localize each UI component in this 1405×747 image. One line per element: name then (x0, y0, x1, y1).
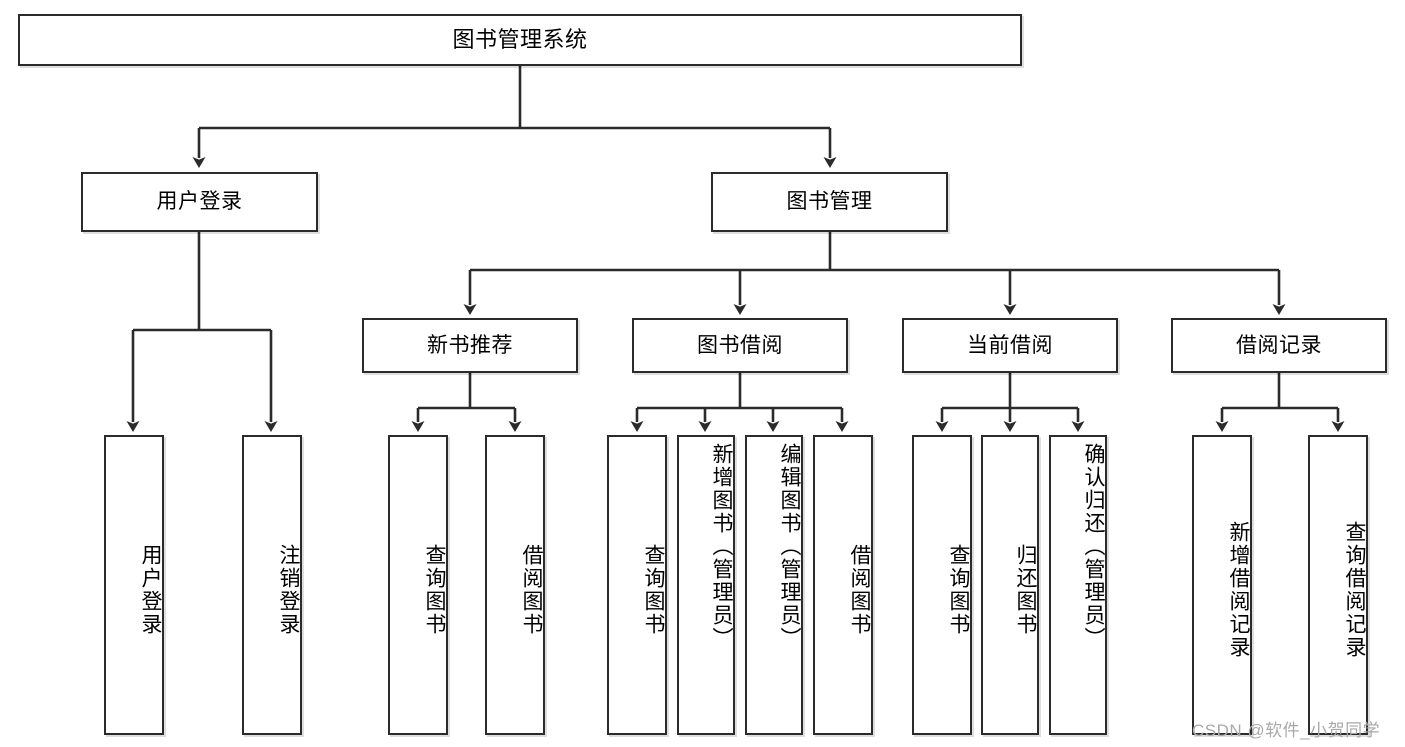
leaf-borrow-book-borrow[interactable]: 借阅图书 (813, 435, 873, 735)
leaf-query-book-borrow[interactable]: 查询图书 (607, 435, 667, 735)
leaf-borrow-book-recommend[interactable]: 借阅图书 (485, 435, 545, 735)
leaf-confirm-return-admin[interactable]: 确认归还（管理员） (1049, 435, 1107, 735)
leaf-logout-login[interactable]: 注销登录 (242, 435, 302, 735)
node-book-manage[interactable]: 图书管理 (711, 172, 948, 232)
csdn-watermark: CSDN @软件_小贺同学 (1192, 721, 1381, 740)
node-new-book-recommend[interactable]: 新书推荐 (362, 318, 578, 373)
leaf-add-book-admin[interactable]: 新增图书（管理员） (677, 435, 735, 735)
node-root-book-management-system[interactable]: 图书管理系统 (18, 14, 1022, 66)
leaf-query-book-recommend[interactable]: 查询图书 (388, 435, 448, 735)
node-user-login[interactable]: 用户登录 (81, 172, 318, 232)
leaf-add-borrow-record[interactable]: 新增借阅记录 (1192, 435, 1252, 735)
node-borrow-record[interactable]: 借阅记录 (1171, 318, 1387, 373)
node-book-borrow[interactable]: 图书借阅 (632, 318, 848, 373)
leaf-user-login[interactable]: 用户登录 (104, 435, 164, 735)
leaf-query-borrow-record[interactable]: 查询借阅记录 (1308, 435, 1368, 735)
node-current-borrow[interactable]: 当前借阅 (902, 318, 1118, 373)
leaf-return-book[interactable]: 归还图书 (981, 435, 1039, 735)
leaf-query-book-current[interactable]: 查询图书 (912, 435, 972, 735)
leaf-edit-book-admin[interactable]: 编辑图书（管理员） (745, 435, 803, 735)
